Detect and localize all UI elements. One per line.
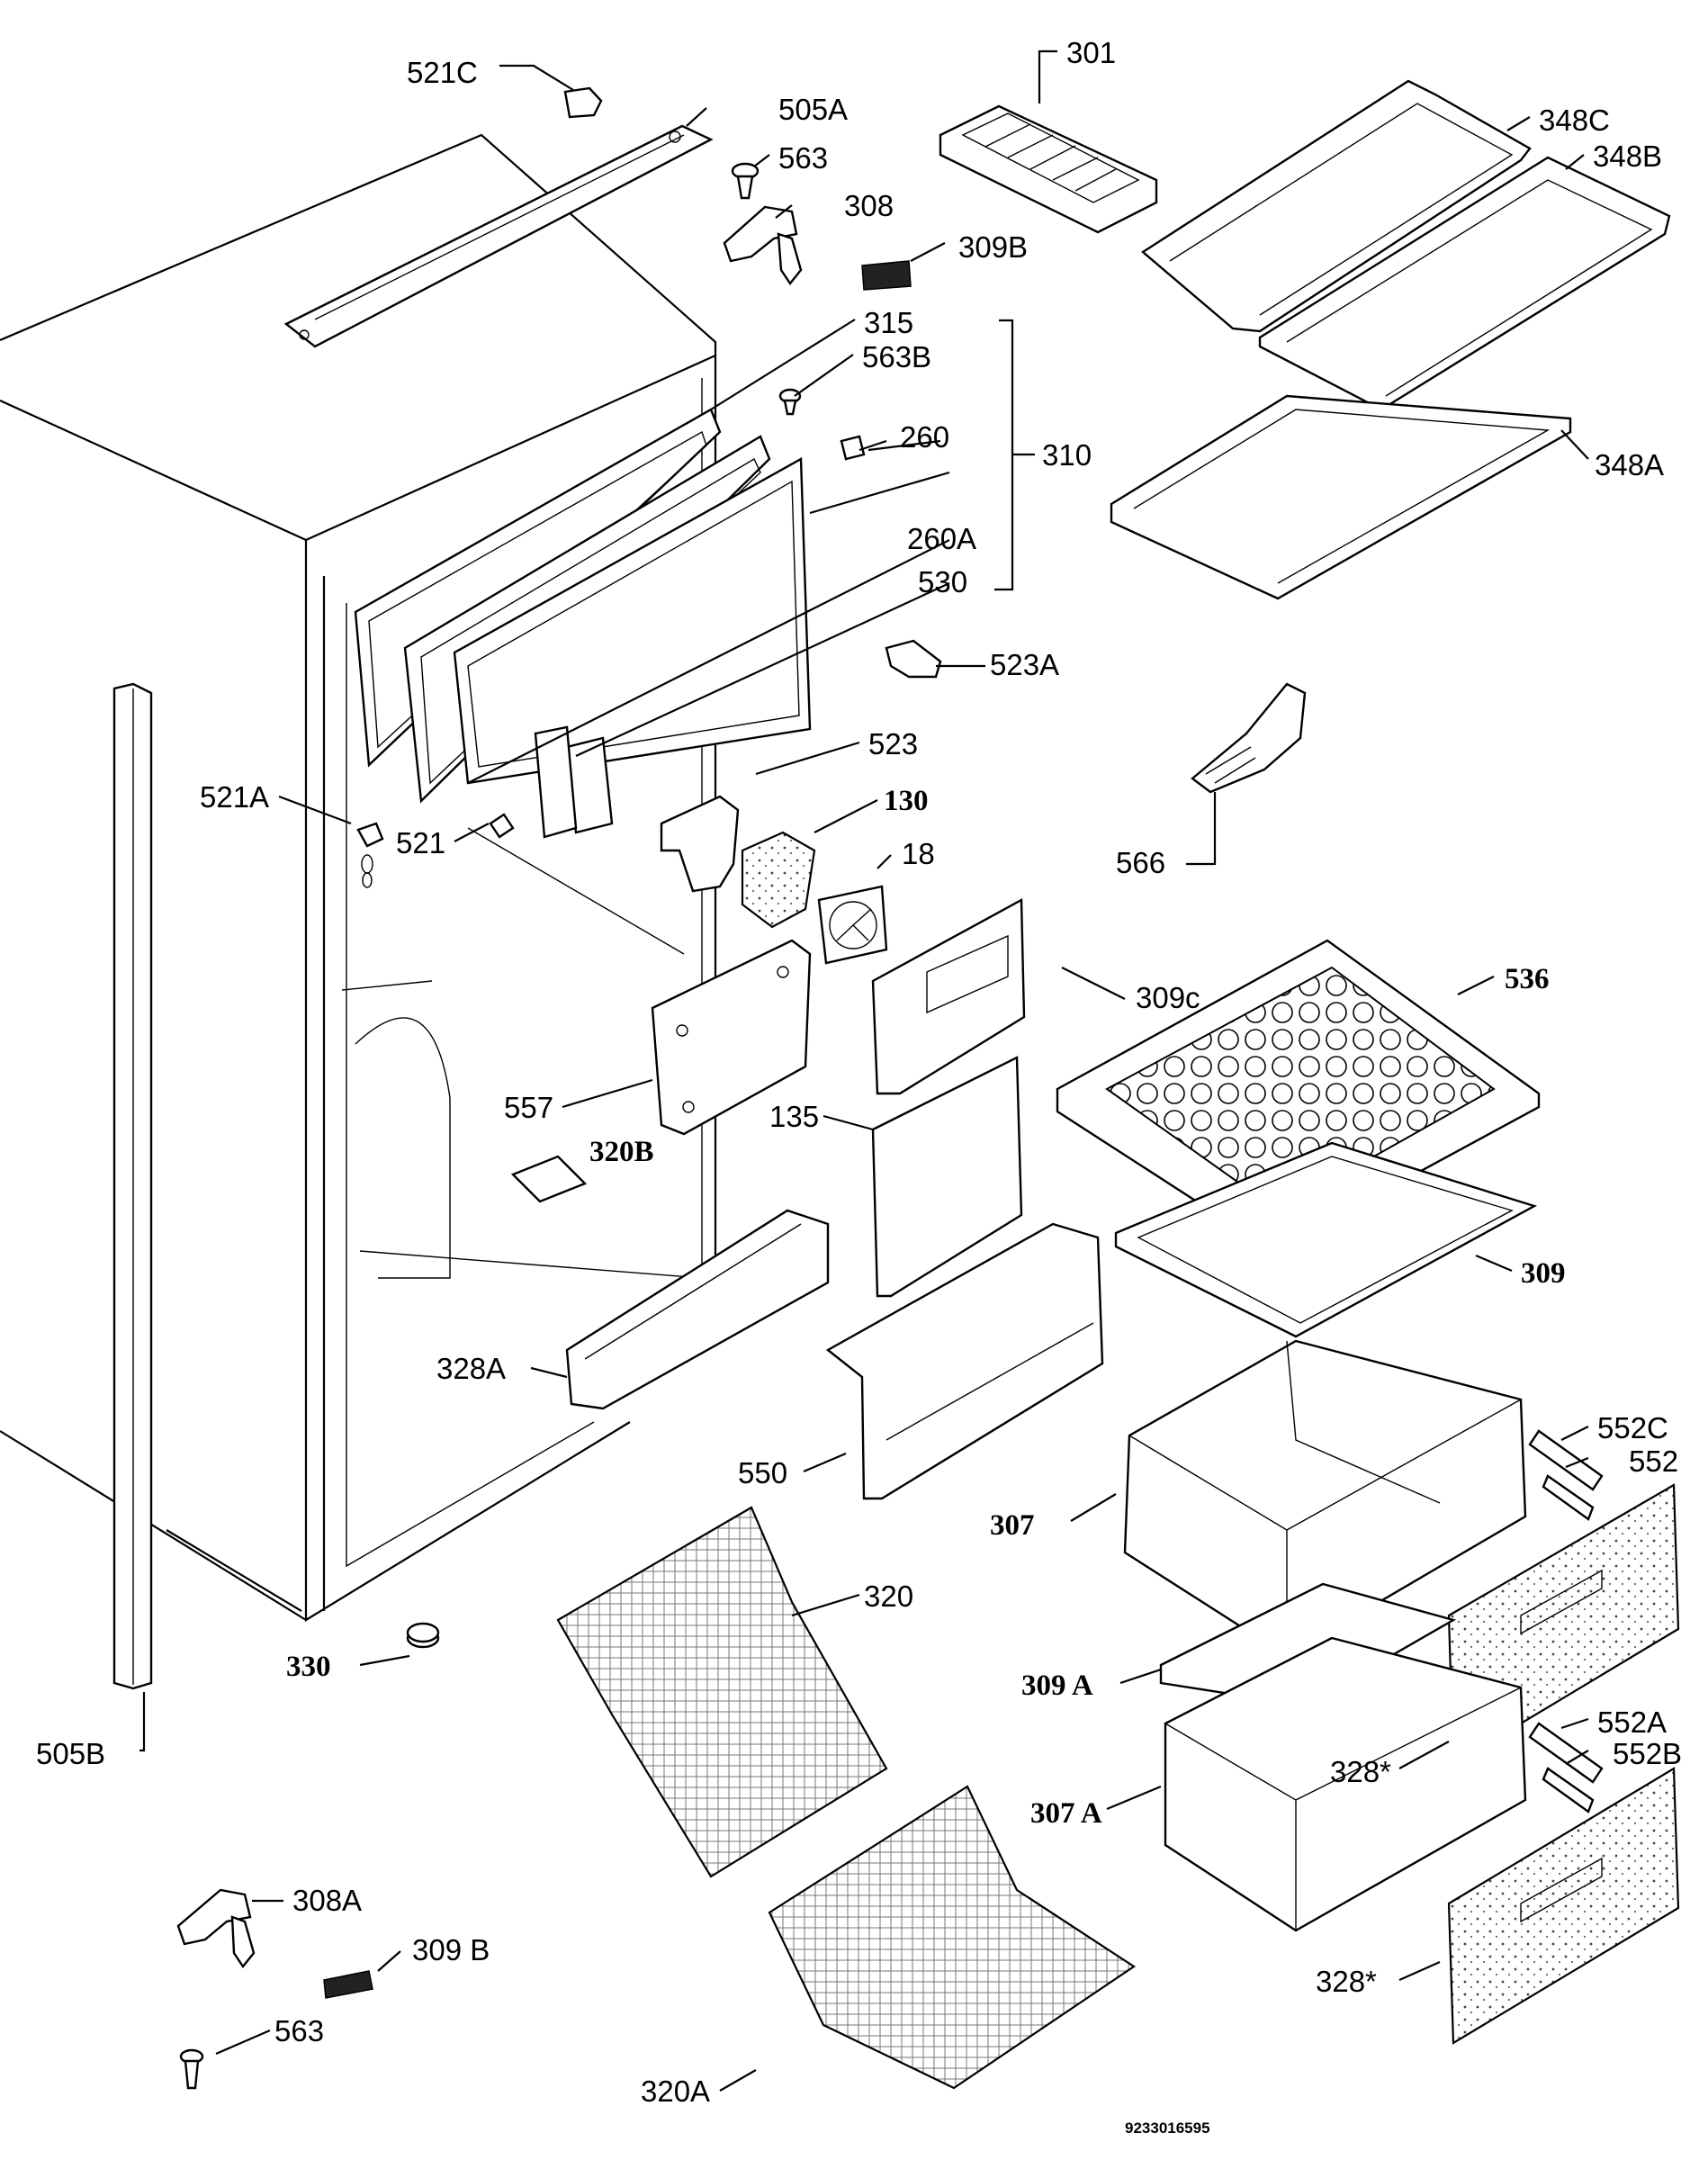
callout-550: 550 [738, 1456, 787, 1490]
callout-260: 260 [900, 420, 949, 454]
callout-552a: 552A [1597, 1706, 1667, 1739]
part-309-glass-shelf [1114, 1141, 1538, 1338]
part-308-hinge-top [723, 205, 803, 286]
part-505a-top-rail [283, 124, 714, 348]
part-320a-wire-basket [768, 1785, 1136, 2090]
callout-505b: 505B [36, 1737, 105, 1770]
part-557-evaporator-cover [651, 939, 812, 1136]
part-521-fastener [489, 813, 515, 839]
callout-348b: 348B [1593, 140, 1662, 173]
callout-521: 521 [396, 826, 445, 860]
callout-552: 552 [1629, 1444, 1678, 1478]
callout-309b-top: 309B [958, 230, 1028, 264]
part-536-crisper-cover [1056, 939, 1541, 1253]
callout-130: 130 [884, 785, 929, 817]
part-552-runner-bottom [1528, 1722, 1604, 1814]
callout-301: 301 [1066, 36, 1116, 69]
part-563-screw-top [731, 162, 760, 200]
callout-523: 523 [868, 727, 918, 760]
callout-505a: 505A [778, 93, 848, 126]
callout-308: 308 [844, 189, 894, 222]
callout-260a: 260A [907, 522, 976, 555]
part-348a-shelf [1110, 394, 1572, 600]
callout-309c: 309c [1136, 981, 1200, 1014]
part-552-runner-top [1528, 1429, 1604, 1521]
part-505b-side-strip [112, 682, 153, 1690]
callout-18: 18 [902, 837, 935, 870]
part-309c-air-duct-cover [871, 898, 1026, 1095]
callout-566: 566 [1116, 846, 1165, 879]
callout-552c: 552C [1597, 1411, 1668, 1444]
part-309b-label-bottom [323, 1970, 373, 1999]
callout-563-bottom: 563 [274, 2014, 324, 2048]
callout-307: 307 [990, 1509, 1035, 1542]
part-330-foot [406, 1622, 440, 1649]
callout-320a: 320A [641, 2074, 710, 2108]
callout-328a: 328A [436, 1352, 506, 1385]
part-309b-label-top [861, 260, 912, 291]
part-307-crisper-drawer [1123, 1339, 1527, 1658]
callout-563b: 563B [862, 340, 931, 374]
part-301-ice-tray [939, 104, 1158, 234]
callout-309b-bottom: 309 B [412, 1933, 490, 1966]
part-328-drawer-front-bottom [1447, 1767, 1680, 2045]
callout-135: 135 [769, 1100, 819, 1133]
callout-307a: 307 A [1030, 1797, 1102, 1830]
part-566-ice-scoop [1191, 682, 1307, 794]
callout-348c: 348C [1539, 104, 1610, 137]
part-320-wire-basket [556, 1506, 888, 1878]
part-521c-clip [563, 86, 603, 119]
part-308a-hinge-bottom [176, 1888, 256, 1969]
part-260-clip [840, 435, 866, 461]
part-523-bracket [660, 795, 740, 893]
part-550-divider-plate [825, 1222, 1104, 1500]
callout-310: 310 [1042, 438, 1092, 472]
leader-lines [139, 50, 1589, 2092]
callout-309a: 309 A [1021, 1670, 1093, 1702]
callout-320b: 320B [589, 1136, 654, 1168]
callout-315: 315 [864, 306, 913, 339]
callout-309: 309 [1521, 1257, 1566, 1290]
part-348b-shelf [1258, 156, 1671, 411]
callout-328-star-bottom: 328* [1316, 1965, 1377, 1998]
part-130-filter [741, 831, 816, 929]
callout-552b: 552B [1613, 1737, 1682, 1770]
callout-521a: 521A [200, 780, 269, 814]
callout-557: 557 [504, 1091, 553, 1124]
part-563-screw-bottom [179, 2048, 204, 2090]
callout-308a: 308A [292, 1884, 362, 1917]
part-563b-screw [778, 388, 802, 416]
callout-348a: 348A [1595, 448, 1664, 482]
part-328a-door-bin [565, 1209, 830, 1410]
part-18-fan [817, 885, 888, 965]
part-307a-drawer [1164, 1636, 1527, 1932]
part-320b-tag [510, 1155, 588, 1203]
callout-536: 536 [1505, 963, 1550, 995]
part-135-panel [871, 1056, 1023, 1298]
part-310-freezer-door-assembly [354, 408, 812, 839]
callout-320: 320 [864, 1580, 913, 1613]
part-523a-plug [885, 639, 942, 679]
callout-530: 530 [918, 565, 967, 598]
part-521a-fastener [356, 822, 384, 888]
callout-labels: 521C 505A 563 308 309B 301 348C 348B 348… [36, 36, 1682, 2137]
document-number: 9233016595 [1125, 2120, 1210, 2137]
callout-328-star-top: 328* [1330, 1755, 1391, 1788]
callout-521c: 521C [407, 56, 478, 89]
part-348c-shelf [1140, 79, 1532, 333]
callout-563-top: 563 [778, 141, 828, 175]
callout-523a: 523A [990, 648, 1059, 681]
callout-330: 330 [286, 1651, 331, 1683]
